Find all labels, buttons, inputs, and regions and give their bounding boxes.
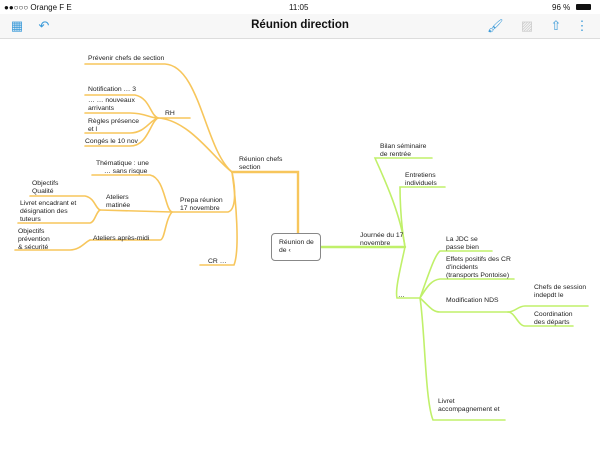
node-rh[interactable]: RH <box>165 110 175 117</box>
node-thematique[interactable]: Thématique : une… sans risque <box>96 160 149 176</box>
central-topic[interactable]: Réunion de de ‹ <box>271 233 321 261</box>
node-line: Réunion chefs <box>239 156 283 163</box>
node-line: des départs <box>534 319 570 326</box>
carrier: ●●○○○ Orange F E <box>4 3 72 12</box>
node-line: Qualité <box>32 188 54 195</box>
image-icon[interactable]: ▨ <box>520 18 534 33</box>
node-line: section <box>239 164 261 171</box>
node-line: individuels <box>405 180 437 187</box>
node-line: Ateliers <box>106 194 129 201</box>
brush-icon[interactable]: 🖌 <box>487 18 504 33</box>
node-modification-nds[interactable]: Modification NDS <box>446 297 499 304</box>
node-line: Prepa réunion <box>180 197 223 204</box>
battery-icon <box>576 4 591 10</box>
node-line: passe bien <box>446 244 479 251</box>
node-line: … … nouveaux <box>88 97 135 104</box>
node-line: prévention <box>18 236 50 243</box>
node-line: Effets positifs des CR <box>446 256 511 263</box>
node-line: Journée du 17 <box>360 232 404 239</box>
mindmap-canvas[interactable]: Réunion de de ‹ Prévenir chefs de sectio… <box>0 40 600 450</box>
mindmap-branches <box>14 63 589 421</box>
node-line: La JDC se <box>446 236 478 243</box>
outline-icon[interactable]: ⋮ <box>575 18 589 33</box>
node-line: Objectifs <box>18 228 45 235</box>
node-line: & sécurité <box>18 244 49 251</box>
node-line: arrivants <box>88 105 115 112</box>
node-line: matinée <box>106 202 131 209</box>
node-line: novembre <box>360 240 391 247</box>
node-line: désignation des <box>20 208 68 215</box>
node-line: tuteurs <box>20 216 41 223</box>
share-icon[interactable]: ⇧ <box>550 18 562 33</box>
node-line: d'incidents <box>446 264 478 271</box>
status-bar: ●●○○○ Orange F E 11:05 96 % <box>0 0 600 14</box>
central-topic-line: Réunion de <box>279 239 314 246</box>
document-title: Réunion direction <box>251 19 349 31</box>
node-cr[interactable]: CR … <box>208 258 227 265</box>
node-line: Livret <box>438 398 455 405</box>
node-line: Livret encadrant et <box>20 200 77 207</box>
battery-level: 96 % <box>552 3 571 12</box>
node-line: Coordination <box>534 311 573 318</box>
node-line: … sans risque <box>104 168 148 175</box>
node-line: Règles présence <box>88 118 140 125</box>
undo-icon[interactable]: ↶ <box>38 18 50 33</box>
clock: 11:05 <box>289 3 309 12</box>
node-line: Entretiens <box>405 172 436 179</box>
grid-icon[interactable]: ▦ <box>10 18 24 33</box>
node-line: de rentrée <box>380 151 411 158</box>
node-line: Thématique : une <box>96 160 149 167</box>
node-line: 17 novembre <box>180 205 220 212</box>
node-conges[interactable]: Congés le 10 nov <box>85 138 138 145</box>
node-line: Objectifs <box>32 180 59 187</box>
node-hub[interactable]: … <box>398 292 405 299</box>
node-line: accompagnement et <box>438 406 500 413</box>
node-line: Chefs de session <box>534 284 587 291</box>
node-line: Bilan séminaire <box>380 143 427 150</box>
central-topic-line: de ‹ <box>279 247 291 254</box>
toolbar: ▦ ↶ Réunion direction 🖌 ▨ ⇧ ⋮ <box>0 14 600 39</box>
node-line: (transports Pontoise) <box>446 272 510 279</box>
node-ateliers-apres-midi[interactable]: Ateliers après-midi <box>93 235 150 242</box>
node-line: indepdt le <box>534 292 564 299</box>
node-prevenir[interactable]: Prévenir chefs de section <box>88 55 165 62</box>
node-line: et l <box>88 126 98 133</box>
node-notification[interactable]: Notification … 3 <box>88 86 136 93</box>
